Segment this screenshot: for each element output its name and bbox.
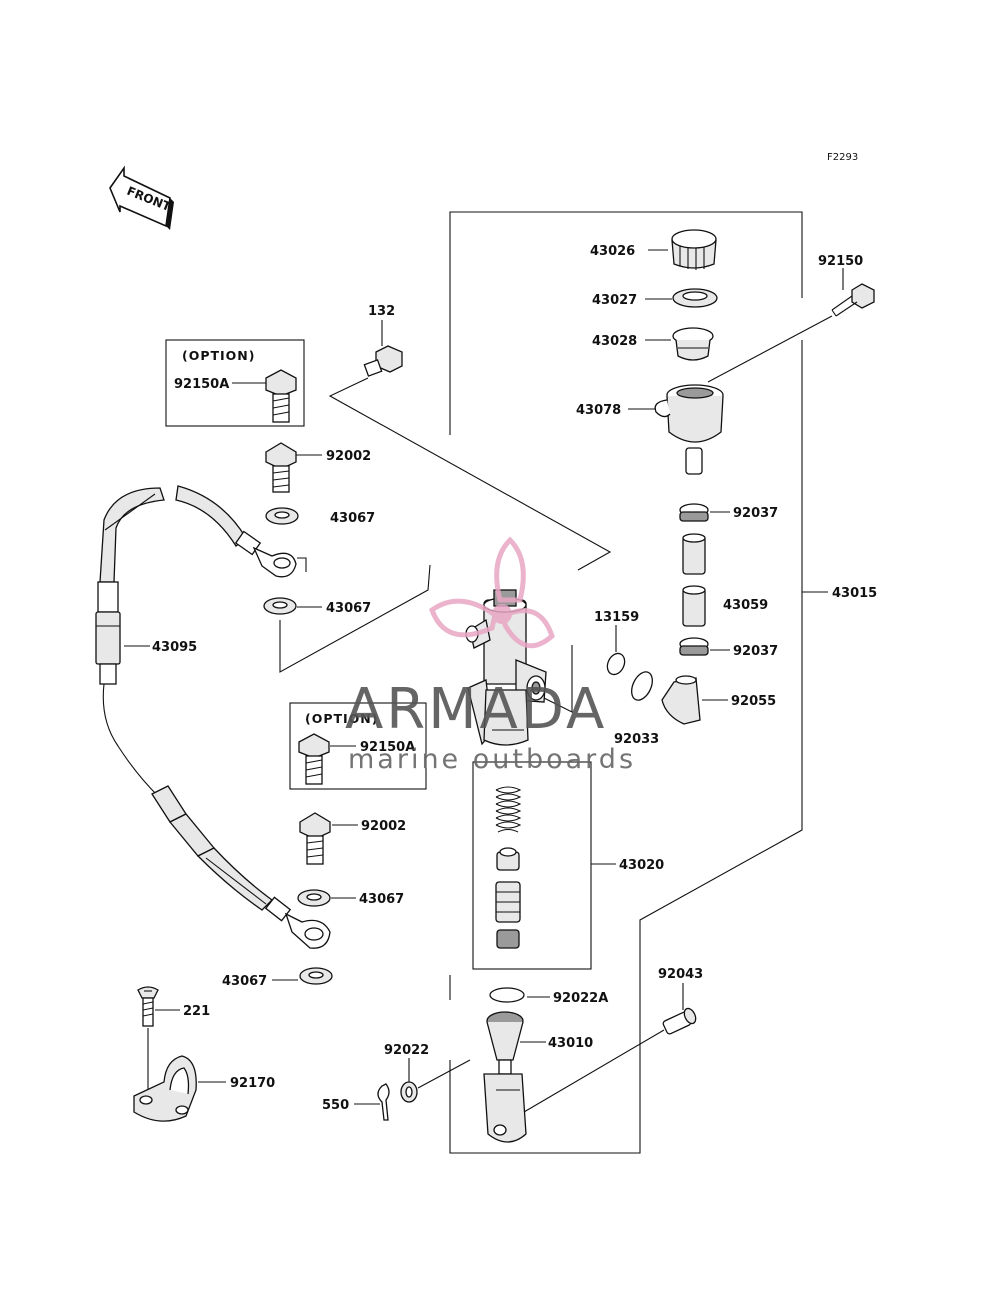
hose-clamp-92037-bottom: [679, 637, 709, 656]
watermark-title: ARMADA: [345, 677, 607, 742]
part-label-43067-b: 43067: [326, 601, 371, 616]
banjo-bolt-92002-middle: [299, 812, 331, 865]
part-label-92150: 92150: [818, 254, 863, 269]
part-label-92150A-top: 92150A: [174, 377, 229, 392]
part-label-92033: 92033: [614, 732, 659, 747]
washer-43067-c: [297, 889, 331, 907]
part-label-43028: 43028: [592, 334, 637, 349]
part-label-13159: 92055: [731, 694, 776, 709]
circlip-92033: [631, 671, 653, 701]
assembly-frame-43015: [449, 211, 803, 1154]
option-box-top: (OPTION) 92150A: [165, 339, 305, 427]
part-label-43067-d: 43067: [222, 974, 267, 989]
snap-ring-92022A: [489, 987, 525, 1003]
brake-hose-43095: [95, 485, 331, 949]
part-label-92022A: 92022A: [553, 991, 608, 1006]
reservoir-hose-43059: [682, 533, 706, 627]
option-box-middle: (OPTION) 92150A: [289, 702, 427, 790]
part-label-43078: 43078: [576, 403, 621, 418]
front-arrow-icon: FRONT: [109, 165, 174, 230]
part-label-43010: 43010: [548, 1036, 593, 1051]
push-rod-43010: [483, 1011, 527, 1143]
part-label-92043: 92043: [658, 967, 703, 982]
part-label-43027: 43027: [592, 293, 637, 308]
washer-43067-b: [263, 597, 297, 615]
part-label-43067-c: 43067: [359, 892, 404, 907]
diaphragm-plate-43027: [672, 288, 718, 308]
part-label-92022: 92022: [384, 1043, 429, 1058]
elbow-fitting-13159: [661, 675, 701, 725]
part-label-221: 221: [183, 1004, 210, 1019]
banjo-bolt-92002-top: [265, 442, 297, 493]
hose-clamp-92037-top: [679, 503, 709, 522]
part-label-43067-a: 43067: [330, 511, 375, 526]
bolt-92150: [831, 283, 875, 317]
cotter-pin-550: [377, 1083, 390, 1121]
part-label-43026: 43026: [590, 244, 635, 259]
part-label-92055: 13159: [594, 610, 639, 625]
reservoir-cap-43026: [671, 229, 717, 270]
part-label-43015: 43015: [832, 586, 877, 601]
part-label-92037-bottom: 92037: [733, 644, 778, 659]
reservoir-43078: [654, 384, 724, 475]
part-label-92150A-middle: 92150A: [360, 740, 415, 755]
o-ring-92055: [606, 652, 626, 676]
bolt-132: [363, 345, 403, 377]
part-label-43059: 43059: [723, 598, 768, 613]
washer-43067-a: [265, 507, 299, 525]
part-label-92170: 92170: [230, 1076, 275, 1091]
part-label-92002-top: 92002: [326, 449, 371, 464]
armada-logo: [428, 536, 555, 649]
screw-221: [137, 986, 159, 1027]
part-label-43095: 43095: [152, 640, 197, 655]
piston-assy-43020: [472, 761, 592, 970]
figure-code: F2293: [827, 152, 858, 163]
part-label-92037-top: 92037: [733, 506, 778, 521]
washer-92022: [400, 1081, 418, 1103]
part-label-550: 550: [322, 1098, 349, 1113]
part-label-92002-middle: 92002: [361, 819, 406, 834]
part-label-132: 132: [368, 304, 395, 319]
option-label-middle: (OPTION): [305, 711, 378, 726]
hose-clamp-92170: [133, 1055, 197, 1122]
diaphragm-43028: [672, 327, 714, 361]
option-label-top: (OPTION): [182, 348, 255, 363]
clevis-pin-92043: [662, 1007, 697, 1035]
part-label-43020: 43020: [619, 858, 664, 873]
washer-43067-d: [299, 967, 333, 985]
watermark-subtitle: marine outboards: [348, 744, 636, 775]
